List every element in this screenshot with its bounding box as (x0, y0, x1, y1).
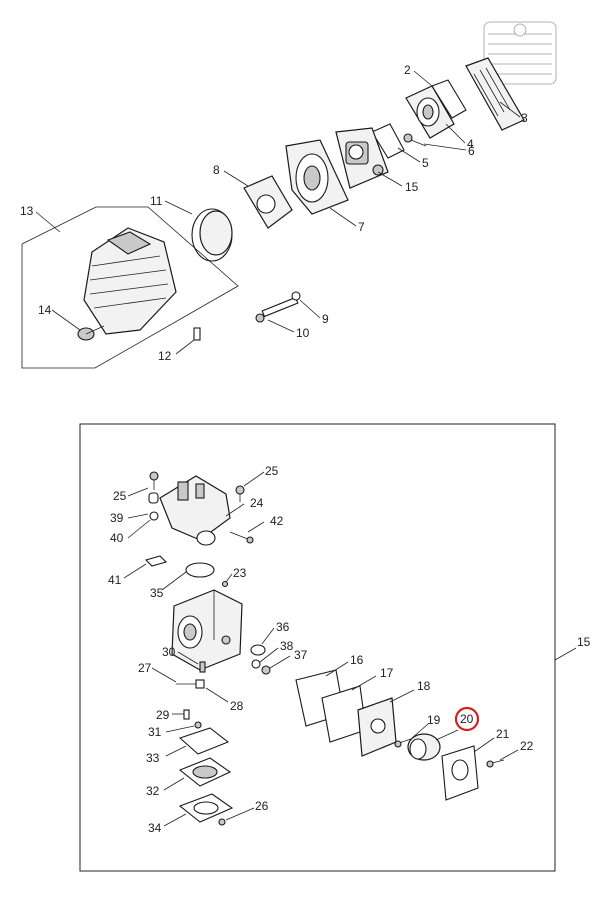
part-3-insulator (465, 57, 525, 131)
callout-29: 29 (156, 708, 170, 722)
callout-21: 21 (496, 727, 510, 741)
part-34-cover (178, 793, 234, 823)
part-29-spring (183, 709, 190, 720)
callout-40: 40 (110, 531, 124, 545)
part-42-screw (229, 531, 254, 544)
callout-7: 7 (358, 220, 365, 234)
callout-4: 4 (467, 137, 474, 151)
callout-28: 28 (230, 699, 244, 713)
part-13-cover (83, 227, 177, 335)
part-7-air-cleaner-case (285, 139, 349, 215)
callout-25-left: 25 (113, 489, 127, 503)
part-26-screw (218, 818, 226, 826)
callout-15-upper: 15 (405, 180, 419, 194)
part-15-carburetor (335, 127, 389, 189)
upper-leaders (35, 70, 521, 355)
callout-16: 16 (350, 653, 364, 667)
callout-35: 35 (150, 586, 164, 600)
callout-22: 22 (520, 739, 534, 753)
part-41-lever (144, 555, 168, 567)
callout-15-detail: 15 (577, 635, 591, 649)
part-40-spring (149, 511, 159, 521)
callout-39: 39 (110, 511, 124, 525)
callout-19: 19 (427, 713, 441, 727)
carburetor-detail-frame (79, 423, 556, 872)
callout-13: 13 (20, 204, 34, 218)
callout-14: 14 (38, 303, 52, 317)
part-22-screw (486, 759, 505, 768)
part-35-o-ring (185, 562, 215, 578)
callout-41: 41 (108, 573, 122, 587)
callout-11: 11 (150, 194, 163, 208)
callout-38: 38 (280, 639, 294, 653)
callout-32: 32 (146, 784, 160, 798)
part-21-bulb-cover (441, 745, 479, 801)
highlight-circle (454, 706, 480, 732)
callout-24: 24 (250, 496, 264, 510)
part-4-manifold (405, 85, 455, 139)
highlighted-callout-20[interactable]: 20 (454, 706, 480, 732)
part-39-pin (148, 492, 159, 504)
part-30-needle (199, 661, 206, 673)
cover-group-frame (21, 206, 239, 369)
callout-20: 20 (460, 712, 474, 726)
part-32-diaphragm (178, 757, 232, 787)
part-6-screw (403, 133, 427, 147)
callout-37: 37 (294, 648, 308, 662)
part-28-pin (195, 679, 205, 689)
callout-23: 23 (233, 566, 247, 580)
callout-12: 12 (158, 349, 172, 363)
callout-27: 27 (138, 661, 152, 675)
part-24-lever-body (159, 475, 231, 546)
callout-25-right: 25 (265, 464, 279, 478)
part-20-primer-bulb (407, 733, 441, 761)
part-12-clip (193, 327, 201, 341)
callout-30: 30 (162, 645, 176, 659)
callout-42: 42 (270, 514, 284, 528)
callout-31: 31 (148, 725, 162, 739)
callout-8: 8 (213, 163, 220, 177)
callout-3: 3 (521, 111, 528, 125)
part-36-gasket (250, 644, 266, 656)
part-2-gasket (431, 79, 467, 119)
callout-18: 18 (417, 679, 431, 693)
callout-17: 17 (380, 666, 394, 680)
callout-36: 36 (276, 620, 290, 634)
callout-5: 5 (422, 156, 429, 170)
engine-cylinder-ghost (483, 21, 557, 85)
part-25-screw-left (149, 471, 159, 490)
part-10-bolt (255, 296, 299, 323)
part-11-filter-element (191, 208, 233, 262)
part-9-washer (291, 291, 301, 301)
callout-26: 26 (255, 799, 269, 813)
part-33-gasket (178, 727, 230, 755)
callout-34: 34 (148, 821, 162, 835)
part-8-bracket (243, 175, 293, 229)
part-38-screen (251, 659, 261, 669)
detail-leaders (123, 471, 519, 827)
part-25-screw-right (235, 485, 245, 502)
callout-2: 2 (404, 63, 411, 77)
callout-9: 9 (322, 312, 329, 326)
part-23-plug (221, 580, 229, 588)
part-37-screw (261, 665, 271, 675)
part-14-knob (77, 325, 105, 341)
callout-6: 6 (468, 144, 475, 158)
part-31-screw (194, 721, 202, 729)
callout-33: 33 (146, 751, 160, 765)
carburetor-main-body (171, 589, 243, 671)
part-5-gasket (371, 123, 405, 159)
callout-10: 10 (296, 326, 310, 340)
part-18-pump-body (357, 697, 397, 757)
